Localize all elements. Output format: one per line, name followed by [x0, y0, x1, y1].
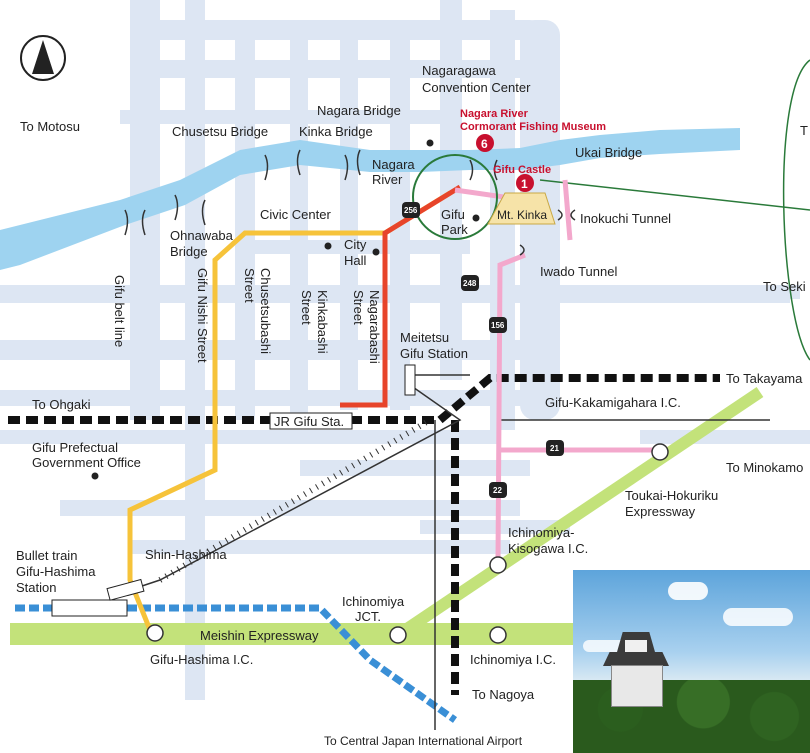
- label-kinkabashi-2: Street: [299, 290, 314, 325]
- svg-text:156: 156: [491, 321, 505, 330]
- label-ohnawaba-1: Ohnawaba: [170, 228, 234, 243]
- svg-text:248: 248: [463, 279, 477, 288]
- label-nagara-river-1: Nagara: [372, 157, 415, 172]
- label-bullet-3: Station: [16, 580, 56, 595]
- label-mt-kinka: Mt. Kinka: [497, 208, 547, 222]
- label-city-hall-2: Hall: [344, 253, 367, 268]
- label-to-ohgaki: To Ohgaki: [32, 397, 91, 412]
- label-meishin-expressway: Meishin Expressway: [200, 628, 319, 643]
- label-iwado-tunnel: Iwado Tunnel: [540, 264, 617, 279]
- label-ohnawaba-2: Bridge: [170, 244, 208, 259]
- bridge-icons: [124, 149, 498, 236]
- label-nagara-bridge: Nagara Bridge: [317, 103, 401, 118]
- gifu-castle-photo: [573, 570, 810, 753]
- label-to-takayama: To Takayama: [726, 371, 803, 386]
- jr-tokaido-line: [8, 374, 720, 424]
- route-shield-22: 22: [489, 482, 507, 498]
- label-civic-center: Civic Center: [260, 207, 331, 222]
- label-nagaragawa-cc-2: Convention Center: [422, 80, 531, 95]
- label-gifu-nishi-street: Gifu Nishi Street: [195, 268, 210, 363]
- label-gifu-hashima-ic: Gifu-Hashima I.C.: [150, 652, 253, 667]
- poi-number-museum: 6: [481, 137, 488, 151]
- castle-roof: [603, 652, 669, 666]
- tokai-hokuriku-expressway: [394, 387, 764, 640]
- label-meitetsu-1: Meitetsu: [400, 330, 449, 345]
- svg-text:21: 21: [550, 444, 559, 453]
- label-bullet-1: Bullet train: [16, 548, 77, 563]
- cloud: [668, 582, 708, 600]
- route-shield-21: 21: [546, 440, 564, 456]
- label-nagarabashi-2: Street: [351, 290, 366, 325]
- interchange-markers: [146, 443, 669, 644]
- label-nagara-river-2: River: [372, 172, 403, 187]
- label-gifu-castle: Gifu Castle: [493, 164, 551, 176]
- label-city-hall-1: City: [344, 237, 367, 252]
- castle-tower: [625, 640, 647, 652]
- jr-gifu-station-box: [269, 412, 353, 430]
- label-nagarabashi-1: Nagarabashi: [367, 290, 382, 364]
- label-to-nagoya: To Nagoya: [472, 687, 535, 702]
- label-bullet-2: Gifu-Hashima: [16, 564, 96, 579]
- forest: [573, 680, 810, 753]
- poi-marker-castle: [516, 174, 534, 192]
- label-ichinomiya-kisogawa-2: Kisogawa I.C.: [508, 541, 588, 556]
- label-nagaragawa-cc-1: Nagaragawa: [422, 63, 496, 78]
- label-ichinomiya-jct-1: Ichinomiya: [342, 594, 405, 609]
- label-museum-1: Nagara River: [460, 108, 529, 120]
- label-museum-2: Cormorant Fishing Museum: [460, 121, 606, 133]
- cloud: [723, 608, 793, 626]
- meitetsu-lines: [129, 374, 770, 730]
- label-kakamigahara-ic: Gifu-Kakamigahara I.C.: [545, 395, 681, 410]
- shin-hashima-station-box: [106, 578, 145, 601]
- label-to-minokamo: To Minokamo: [726, 460, 803, 475]
- mt-kinka: [487, 192, 556, 225]
- svg-text:256: 256: [404, 206, 418, 215]
- label-jr-gifu-station: JR Gifu Sta.: [274, 414, 344, 429]
- label-pref-office-2: Government Office: [32, 455, 141, 470]
- label-tokai-hokuriku-1: Toukai-Hokuriku: [625, 488, 718, 503]
- label-ichinomiya-kisogawa-1: Ichinomiya-: [508, 525, 574, 540]
- label-kinka-bridge: Kinka Bridge: [299, 124, 373, 139]
- shinkansen-line: [15, 604, 458, 723]
- north-arrow-pointer: [32, 40, 54, 74]
- poi-marker-museum: [476, 134, 494, 152]
- meitetsu-gifu-station: [404, 364, 416, 396]
- inset-connector: [539, 179, 810, 211]
- route-shield-256: 256: [402, 202, 420, 218]
- label-gifu-park-1: Gifu: [441, 207, 465, 222]
- label-gifu-belt-line: Gifu belt line: [112, 275, 127, 347]
- label-meitetsu-2: Gifu Station: [400, 346, 468, 361]
- route-yellow: [127, 190, 452, 631]
- label-inokuchi-tunnel: Inokuchi Tunnel: [580, 211, 671, 226]
- label-chusetsu-bridge: Chusetsu Bridge: [172, 124, 268, 139]
- label-ukai-bridge: Ukai Bridge: [575, 145, 642, 160]
- route-shield-156: 156: [489, 317, 507, 333]
- label-pref-office-1: Gifu Prefectual: [32, 440, 118, 455]
- gifu-park-circle: [412, 154, 498, 240]
- castle-body: [611, 665, 663, 707]
- label-ichinomiya-ic: Ichinomiya I.C.: [470, 652, 556, 667]
- route-shield-248: 248: [461, 275, 479, 291]
- svg-text:22: 22: [493, 486, 502, 495]
- route-red: [340, 184, 462, 408]
- label-ichinomiya-jct-2: JCT.: [355, 609, 381, 624]
- label-kinkabashi-1: Kinkabashi: [315, 290, 330, 354]
- label-chusetsubashi-2: Street: [242, 268, 257, 303]
- route-pink: [454, 179, 660, 561]
- tunnel-icon: [557, 209, 576, 221]
- gifu-hashima-station-box: [51, 599, 128, 617]
- inset-circle: [782, 59, 810, 361]
- label-to-motosu: To Motosu: [20, 119, 80, 134]
- label-tokai-hokuriku-2: Expressway: [625, 504, 696, 519]
- label-to-seki: To Seki: [763, 279, 806, 294]
- label-chusetsubashi-1: Chusetsubashi: [258, 268, 273, 354]
- poi-number-castle: 1: [521, 177, 528, 191]
- label-gifu-park-2: Park: [441, 222, 468, 237]
- label-shin-hashima: Shin-Hashima: [145, 547, 227, 562]
- label-to-airport: To Central Japan International Airport: [324, 734, 523, 748]
- inset-label-t: T: [800, 123, 808, 138]
- nagara-river: [0, 128, 740, 270]
- poi-dots: [91, 139, 480, 480]
- tunnel-icon: [519, 244, 525, 256]
